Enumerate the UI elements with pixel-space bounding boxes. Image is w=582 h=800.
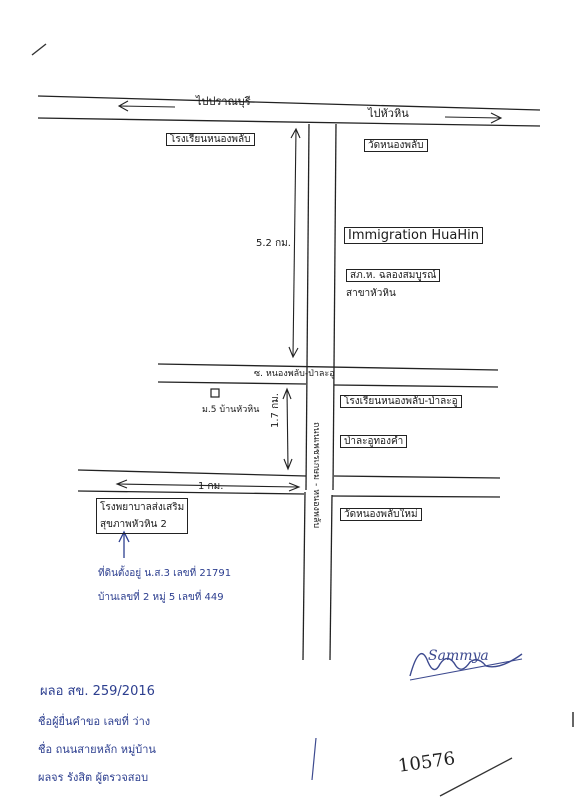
notes-line-2: ชื่อผู้ยื่นคำขอ เลขที่ ว่าง [38, 715, 151, 728]
road-label-left: ไปปราณบุรี [196, 95, 251, 108]
place-bottom-left-line1: โรงพยาบาลส่งเสริม [100, 502, 185, 513]
place-police-text: สภ.ห. ฉลองสมบูรณ์ [346, 269, 441, 282]
cross-road-lower-edge [157, 381, 307, 385]
bottom-road-lower-edge-right [331, 495, 501, 498]
place-police-sub: สาขาหัวหิน [346, 288, 396, 299]
place-immigration: Immigration HuaHin [344, 227, 483, 244]
top-road-lower-edge [37, 117, 541, 127]
distance-arrow-north-head-top [290, 127, 301, 139]
cross-road-upper-edge [157, 363, 499, 371]
place-cross-ne: โรงเรียนหนองพลับ-ป่าละอู [340, 394, 462, 409]
distance-arrow-bottom-head-left [115, 479, 128, 489]
top-road-upper-edge [37, 95, 541, 111]
place-immigration-text: Immigration HuaHin [344, 227, 483, 244]
signature-text: Sammya [428, 648, 489, 664]
property-pointer-arrow-head [118, 530, 130, 543]
distance-label-middle: 1.7 กม. [270, 393, 281, 428]
arrow-left-head [117, 100, 129, 112]
arrow-right-head [490, 112, 503, 124]
notes-ref-line: ผลอ สข. 259/2016 [40, 684, 155, 699]
main-road-left-edge [305, 123, 310, 491]
annotation-line-1: ที่ดินตั้งอยู่ น.ส.3 เลขที่ 21791 [98, 568, 232, 579]
distance-arrow-middle-head-bottom [283, 458, 293, 471]
distance-arrow-north-shaft [292, 129, 297, 357]
distance-label-north: 5.2 กม. [256, 238, 291, 249]
distance-arrow-middle-shaft [286, 389, 289, 469]
main-road-right-edge [332, 123, 337, 491]
place-bottom-left-box: โรงพยาบาลส่งเสริม สุขภาพหัวหิน 2 [96, 498, 189, 534]
main-road-left-edge-lower [302, 491, 306, 661]
main-road-label: ถนนเพชรเกษม - หนองพลับ [311, 422, 321, 529]
place-bottom-right-text: วัดหนองพลับใหม่ [340, 508, 422, 521]
notes-line-4: ผลจร รังสิต ผู้ตรวจสอบ [38, 771, 149, 784]
arrow-left-shaft [119, 105, 176, 108]
bottom-road-upper-edge [77, 469, 307, 477]
place-nw-corner: โรงเรียนหนองพลับ [166, 132, 255, 147]
bottom-right-slash-mark [439, 757, 513, 797]
place-nw-corner-text: โรงเรียนหนองพลับ [166, 133, 255, 146]
place-moo-village: ม.5 บ้านหัวหิน [202, 405, 260, 415]
distance-arrow-north-head-bottom [288, 346, 299, 359]
bottom-road-lower-edge [77, 490, 305, 495]
place-police-box: สภ.ห. ฉลองสมบูรณ์ [346, 268, 441, 283]
cross-road-label: ซ. หนองพลับ-ป่าละอู [254, 369, 335, 379]
place-ne-corner-text: วัดหนองพลับ [364, 139, 428, 152]
signature-underline [409, 658, 523, 681]
place-ne-corner: วัดหนองพลับ [364, 138, 428, 153]
arrow-right-shaft [444, 116, 501, 119]
distance-arrow-bottom-head-right [288, 482, 301, 492]
place-bottom-left: โรงพยาบาลส่งเสริม สุขภาพหัวหิน 2 [96, 498, 189, 534]
annotation-line-2: บ้านเลขที่ 2 หมู่ 5 เลขที่ 449 [98, 592, 224, 603]
place-bottom-left-line2: สุขภาพหัวหิน 2 [100, 519, 167, 530]
distance-arrow-bottom-shaft [117, 483, 299, 488]
place-cross-ne-text: โรงเรียนหนองพลับ-ป่าละอู [340, 395, 462, 408]
corner-tick-mark [31, 43, 47, 56]
notes-bracket-mark [311, 737, 317, 781]
main-road-right-edge-lower [329, 494, 333, 661]
distance-arrow-middle-head-top [282, 387, 292, 400]
notes-line-3: ชื่อ ถนนสายหลัก หมู่บ้าน [38, 743, 156, 756]
bottom-road-upper-edge-right [333, 475, 501, 479]
place-bottom-right: วัดหนองพลับใหม่ [340, 507, 422, 522]
cross-road-lower-edge-right [333, 384, 499, 388]
small-square-marker [210, 388, 220, 398]
place-cross-se: ป่าละอูทองคำ [340, 434, 408, 449]
road-label-right: ไปหัวหิน [368, 107, 409, 120]
distance-label-bottom: 1 กม. [198, 481, 224, 492]
place-cross-se-text: ป่าละอูทองคำ [340, 435, 408, 448]
